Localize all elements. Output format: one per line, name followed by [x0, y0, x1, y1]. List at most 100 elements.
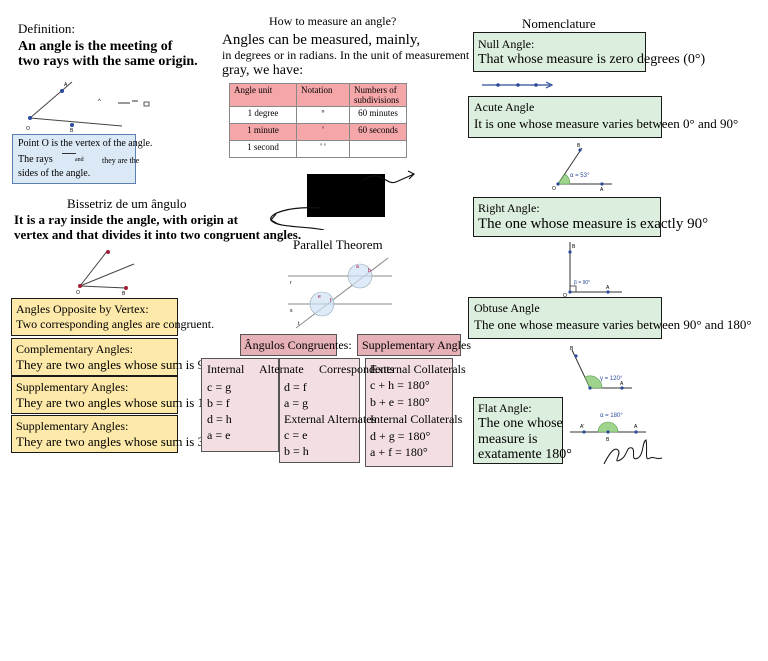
vertex-note-box: Point O is the vertex of the angle. The … — [12, 134, 152, 184]
correspondents-header: Correspondents — [319, 362, 395, 376]
supplementary-box-360: Supplementary Angles: They are two angle… — [11, 415, 222, 453]
alternate-box — [279, 358, 360, 463]
svg-text:B: B — [122, 291, 126, 296]
table-cell: 1 minute — [229, 123, 297, 141]
acute-angle-title: Acute Angle — [474, 100, 535, 114]
svg-text:O: O — [26, 126, 30, 132]
alternate-line: b = h — [284, 444, 309, 458]
svg-text:A: A — [600, 187, 604, 192]
connector-arrows — [270, 170, 416, 230]
bisector-figure: O B — [76, 249, 135, 296]
right-angle-figure: β = 90° O B A — [563, 242, 622, 298]
right-angle-measure: β = 90° — [574, 280, 590, 286]
svg-text:A: A — [606, 285, 610, 291]
right-angle-text: The one whose measure is exactly 90° — [478, 216, 709, 232]
alternate-line: External Alternates — [284, 412, 377, 426]
svg-text:A: A — [620, 381, 624, 387]
svg-text:A: A — [634, 424, 638, 430]
internal-header: Internal — [207, 362, 245, 376]
opposite-vertex-box: Angles Opposite by Vertex: Two correspon… — [11, 298, 214, 336]
svg-text:s: s — [290, 308, 293, 314]
table-cell: º — [296, 106, 350, 124]
table-row: 1 degree º 60 minutes — [229, 106, 407, 124]
internal-line: d = h — [207, 412, 232, 426]
table-cell: 60 seconds — [349, 123, 407, 141]
collaterals-line: Internal Collaterals — [370, 412, 463, 426]
internal-line: c = g — [207, 380, 232, 394]
svg-text:B: B — [70, 128, 74, 134]
svg-text:A: A — [64, 82, 68, 88]
signature-mark — [603, 439, 663, 465]
measure-text-1: Angles can be measured, mainly, — [222, 32, 421, 48]
definition-text-2: two rays with the same origin. — [18, 54, 198, 69]
svg-text:B: B — [606, 437, 610, 443]
svg-text:f: f — [330, 298, 332, 304]
opposite-vertex-text: Two corresponding angles are congruent. — [16, 317, 215, 331]
acute-angle-figure: α = 53° O B A — [552, 143, 612, 192]
collaterals-line: b + e = 180° — [370, 395, 430, 409]
supplementary-text-180: They are two angles whose sum is 180° — [16, 395, 223, 410]
parallel-title: Parallel Theorem — [293, 237, 383, 252]
table-cell: 1 degree — [229, 106, 297, 124]
svg-text:O: O — [552, 186, 556, 192]
table-header-cell: Notation — [296, 83, 350, 107]
supplementary-title-360: Supplementary Angles: — [16, 419, 129, 433]
parallel-theorem-figure: a b e f r s t — [288, 257, 392, 329]
obtuse-angle-figure: γ = 120° B A — [570, 346, 632, 390]
svg-text:b: b — [368, 268, 371, 274]
collaterals-line: a + f = 180° — [370, 445, 428, 459]
bisector-text-2: vertex and that divides it into two cong… — [14, 227, 302, 242]
collaterals-line: d + g = 180° — [370, 429, 431, 443]
bisector-text-1: It is a ray inside the angle, with origi… — [14, 212, 238, 227]
table-cell: 1 second — [229, 140, 297, 158]
measure-text-2: in degrees or in radians. In the unit of… — [222, 48, 470, 62]
collaterals-header: External Collaterals — [370, 362, 466, 376]
table-row: 1 second ' ' — [229, 140, 407, 158]
internal-line: b = f — [207, 396, 230, 410]
table-cell: ' ' — [296, 140, 350, 158]
svg-text:e: e — [318, 294, 321, 300]
vertex-note-line-2: The rays — [18, 154, 53, 165]
svg-text:t: t — [298, 321, 300, 327]
supplementary-text-360: They are two angles whose sum is 360° — [16, 434, 223, 449]
alternate-header: Alternate — [259, 362, 304, 376]
vertex-note-line-5: sides of the angle. — [18, 168, 91, 179]
svg-text:B: B — [572, 244, 576, 250]
angle-definition-figure: O A B ^ — [26, 81, 150, 134]
null-angle-text: That whose measure is zero degrees (0°) — [478, 52, 706, 67]
vertex-note-line-1: Point O is the vertex of the angle. — [18, 138, 153, 149]
table-cell — [349, 140, 407, 158]
svg-text:O: O — [563, 293, 567, 298]
acute-angle-measure: α = 53° — [570, 173, 590, 179]
complementary-box: Complementary Angles: They are two angle… — [11, 338, 216, 376]
right-angle-title: Right Angle: — [478, 201, 540, 215]
obtuse-angle-title: Obtuse Angle — [474, 301, 540, 315]
congruent-label: Ângulos Congruentes: — [240, 334, 352, 356]
opposite-vertex-title: Angles Opposite by Vertex: — [16, 302, 149, 316]
alternate-line: c = e — [284, 428, 308, 442]
svg-text:A': A' — [580, 424, 584, 430]
complementary-text: They are two angles whose sum is 90° — [16, 357, 216, 372]
table-cell: 60 minutes — [349, 106, 407, 124]
definition-text-1: An angle is the meeting of — [18, 39, 173, 54]
measure-text-3: gray, we have: — [222, 63, 304, 78]
internal-line: a = e — [207, 428, 231, 442]
svg-text:O: O — [76, 290, 80, 296]
flat-angle-measure: α = 180° — [600, 413, 623, 419]
collaterals-box — [365, 358, 453, 467]
alternate-line: a = g — [284, 396, 309, 410]
flat-angle-box — [473, 397, 563, 464]
vertex-note-and: and — [75, 157, 84, 163]
svg-text:^: ^ — [98, 99, 101, 105]
supplementary-label: Supplementary Angles — [357, 334, 471, 356]
supplementary-title-180: Supplementary Angles: — [16, 380, 129, 394]
ray-symbol — [62, 153, 76, 154]
flat-angle-text-2: measure is — [478, 432, 538, 447]
complementary-title: Complementary Angles: — [16, 342, 133, 356]
table-header-cell: Numbers of subdivisions — [349, 83, 407, 107]
acute-angle-text: It is one whose measure varies between 0… — [474, 116, 739, 131]
measure-title: How to measure an angle? — [269, 14, 397, 28]
angle-units-table: Angle unit Notation Numbers of subdivisi… — [229, 83, 407, 158]
right-angle-box — [473, 197, 661, 237]
table-cell: ' — [296, 123, 350, 141]
